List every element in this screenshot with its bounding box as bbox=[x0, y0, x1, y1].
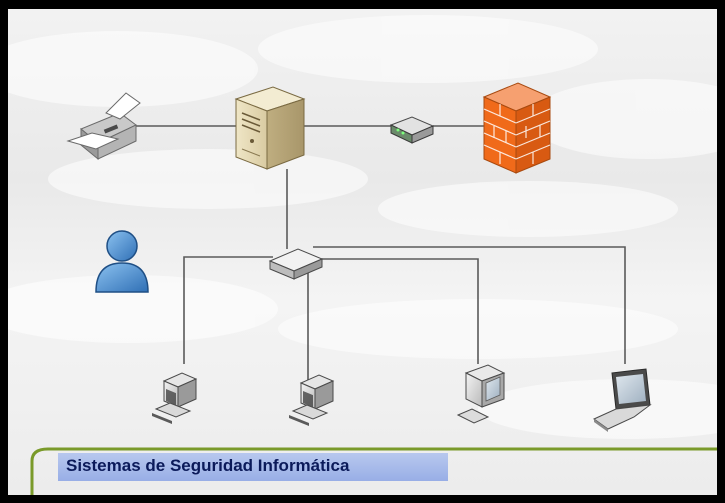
diagram-frame: Sistemas de Seguridad Informática bbox=[8, 9, 717, 495]
link-switch-workstation-3 bbox=[320, 258, 479, 364]
printer-icon bbox=[66, 92, 141, 161]
link-switch-laptop bbox=[313, 246, 626, 364]
desktop-computer-icon bbox=[152, 372, 198, 424]
caption-band bbox=[58, 453, 448, 481]
laptop-icon bbox=[593, 368, 652, 432]
link-switch-workstation-1 bbox=[183, 256, 273, 364]
cloud-background bbox=[8, 15, 717, 439]
network-links bbox=[136, 125, 626, 381]
caption-accent-curve bbox=[30, 447, 717, 495]
user-icon bbox=[95, 230, 149, 293]
network-diagram bbox=[8, 15, 717, 495]
firewall-icon bbox=[482, 82, 552, 174]
server-icon bbox=[234, 86, 306, 170]
switch-icon bbox=[268, 248, 324, 280]
desktop-computer-icon bbox=[289, 374, 335, 426]
caption-title: Sistemas de Seguridad Informática bbox=[66, 456, 350, 475]
crt-monitor-icon bbox=[456, 364, 506, 424]
router-icon bbox=[389, 116, 435, 144]
